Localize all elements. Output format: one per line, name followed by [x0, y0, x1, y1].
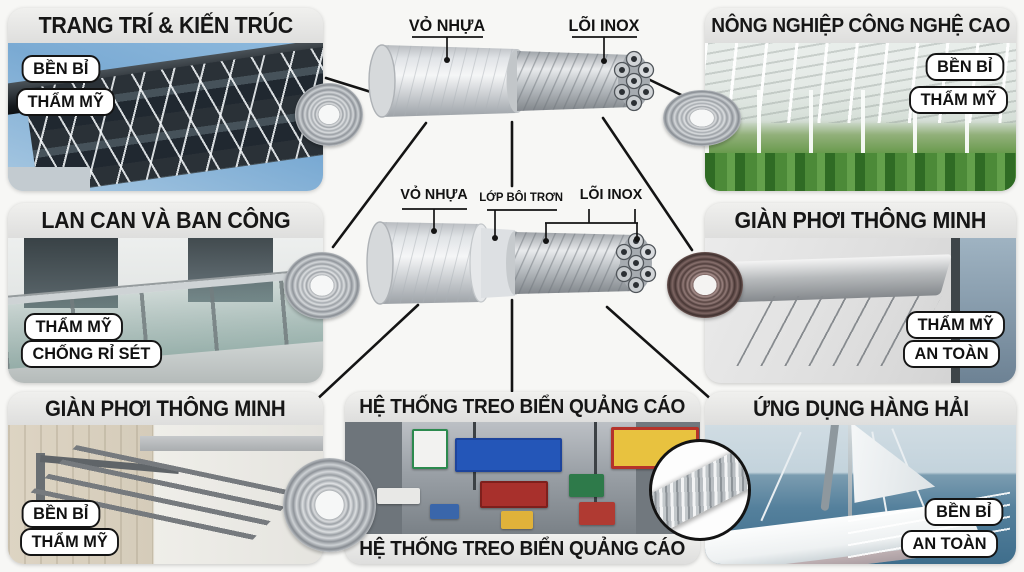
mast-shape: [848, 425, 853, 526]
street-sign-shape: [479, 481, 548, 509]
panel-title: LAN CAN VÀ BAN CÔNG: [40, 207, 291, 233]
street-sign-shape: [455, 437, 562, 472]
panel-title: NÔNG NGHIỆP CÔNG NGHỆ CAO: [711, 13, 1010, 37]
feature-badge: THẨM MỸ: [24, 313, 124, 341]
panel-smart-drying-rack-wall: GIÀN PHƠI THÔNG MINH BỀN BỈ THẨM MỸ: [8, 392, 323, 564]
cable-closeup-inset: [649, 439, 751, 541]
panel-title-bar: NÔNG NGHIỆP CÔNG NGHỆ CAO: [705, 8, 1016, 43]
street-sign-shape: [430, 504, 459, 519]
twisted-wire-band-shape: [652, 442, 748, 538]
label-inox-core-top: LÕI INOX: [568, 16, 640, 35]
wire-coil: [663, 90, 741, 146]
label-lubricant-layer: LỚP BÔI TRƠN: [479, 190, 564, 204]
label-plastic-sheath-middle: VỎ NHỰA: [400, 186, 468, 203]
shelf-shape: [140, 436, 323, 452]
panel-title: HỆ THỐNG TREO BIỂN QUẢNG CÁO: [359, 395, 686, 418]
panel-decoration-architecture: TRANG TRÍ & KIẾN TRÚC BỀN BỈ THẨM MỸ: [8, 8, 323, 191]
wire-coil: [295, 83, 363, 146]
panel-marine-application: ỨNG DỤNG HÀNG HẢI BỀN BỈ AN TOÀN: [705, 392, 1016, 564]
wire-coil: [283, 458, 376, 552]
panel-title-bar-top: HỆ THỐNG TREO BIỂN QUẢNG CÁO: [345, 392, 700, 422]
panel-title: GIÀN PHƠI THÔNG MINH: [734, 207, 987, 233]
feature-badge: BỀN BỈ: [21, 55, 100, 83]
cable-illustration-top: [368, 44, 655, 118]
wire-coil: [284, 252, 360, 319]
wire-coil-dark: [667, 252, 743, 318]
label-plastic-sheath-top: VỎ NHỰA: [408, 16, 486, 35]
panel-smart-drying-rack-ceiling: GIÀN PHƠI THÔNG MINH THẨM MỸ AN TOÀN: [705, 203, 1016, 383]
street-sign-shape: [579, 501, 615, 525]
feature-badge: THẨM MỸ: [908, 86, 1008, 114]
panel-title: ỨNG DỤNG HÀNG HẢI: [752, 395, 969, 421]
street-sign-shape: [376, 488, 420, 505]
feature-badge: AN TOÀN: [900, 530, 998, 558]
panel-hightech-agriculture: NÔNG NGHIỆP CÔNG NGHỆ CAO BỀN BỈ THẨM MỸ: [705, 8, 1016, 191]
feature-badge: BỀN BỈ: [925, 498, 1004, 526]
panel-railing-balcony: LAN CAN VÀ BAN CÔNG THẨM MỸ CHỐNG RỈ SÉT: [8, 203, 323, 383]
crop-rows-shape: [705, 152, 1016, 191]
feature-badge: THẨM MỸ: [20, 528, 120, 556]
photo-architecture-facade: [8, 43, 323, 191]
panel-title-bar: GIÀN PHƠI THÔNG MINH: [8, 392, 323, 425]
panel-title: HỆ THỐNG TREO BIỂN QUẢNG CÁO: [359, 537, 686, 560]
panel-title: GIÀN PHƠI THÔNG MINH: [45, 395, 286, 421]
panel-title-bar-bottom: HỆ THỐNG TREO BIỂN QUẢNG CÁO: [345, 534, 700, 564]
panel-title: TRANG TRÍ & KIẾN TRÚC: [38, 12, 293, 38]
cable-illustration-middle: [366, 221, 657, 305]
feature-badge: BỀN BỈ: [926, 53, 1005, 81]
street-sign-shape: [501, 510, 534, 530]
panel-title-bar: LAN CAN VÀ BAN CÔNG: [8, 203, 323, 238]
feature-badge: CHỐNG RỈ SÉT: [20, 340, 162, 368]
street-sign-shape: [412, 428, 449, 470]
panel-title-bar: ỨNG DỤNG HÀNG HẢI: [705, 392, 1016, 425]
rack-mount-shape: [36, 452, 46, 501]
feature-badge: THẨM MỸ: [905, 311, 1005, 339]
building-base-shape: [8, 167, 90, 191]
panel-title-bar: GIÀN PHƠI THÔNG MINH: [705, 203, 1016, 238]
panel-title-bar: TRANG TRÍ & KIẾN TRÚC: [8, 8, 323, 43]
sign-pole-shape: [593, 422, 597, 507]
street-sign-shape: [568, 474, 605, 498]
feature-badge: BỀN BỈ: [21, 500, 100, 528]
label-inox-core-middle: LÕI INOX: [579, 186, 643, 203]
feature-badge: THẨM MỸ: [16, 88, 116, 116]
panel-sign-hanging-system: HỆ THỐNG TREO BIỂN QUẢNG CÁO HỆ THỐNG TR…: [345, 392, 700, 564]
feature-badge: AN TOÀN: [902, 340, 1000, 368]
